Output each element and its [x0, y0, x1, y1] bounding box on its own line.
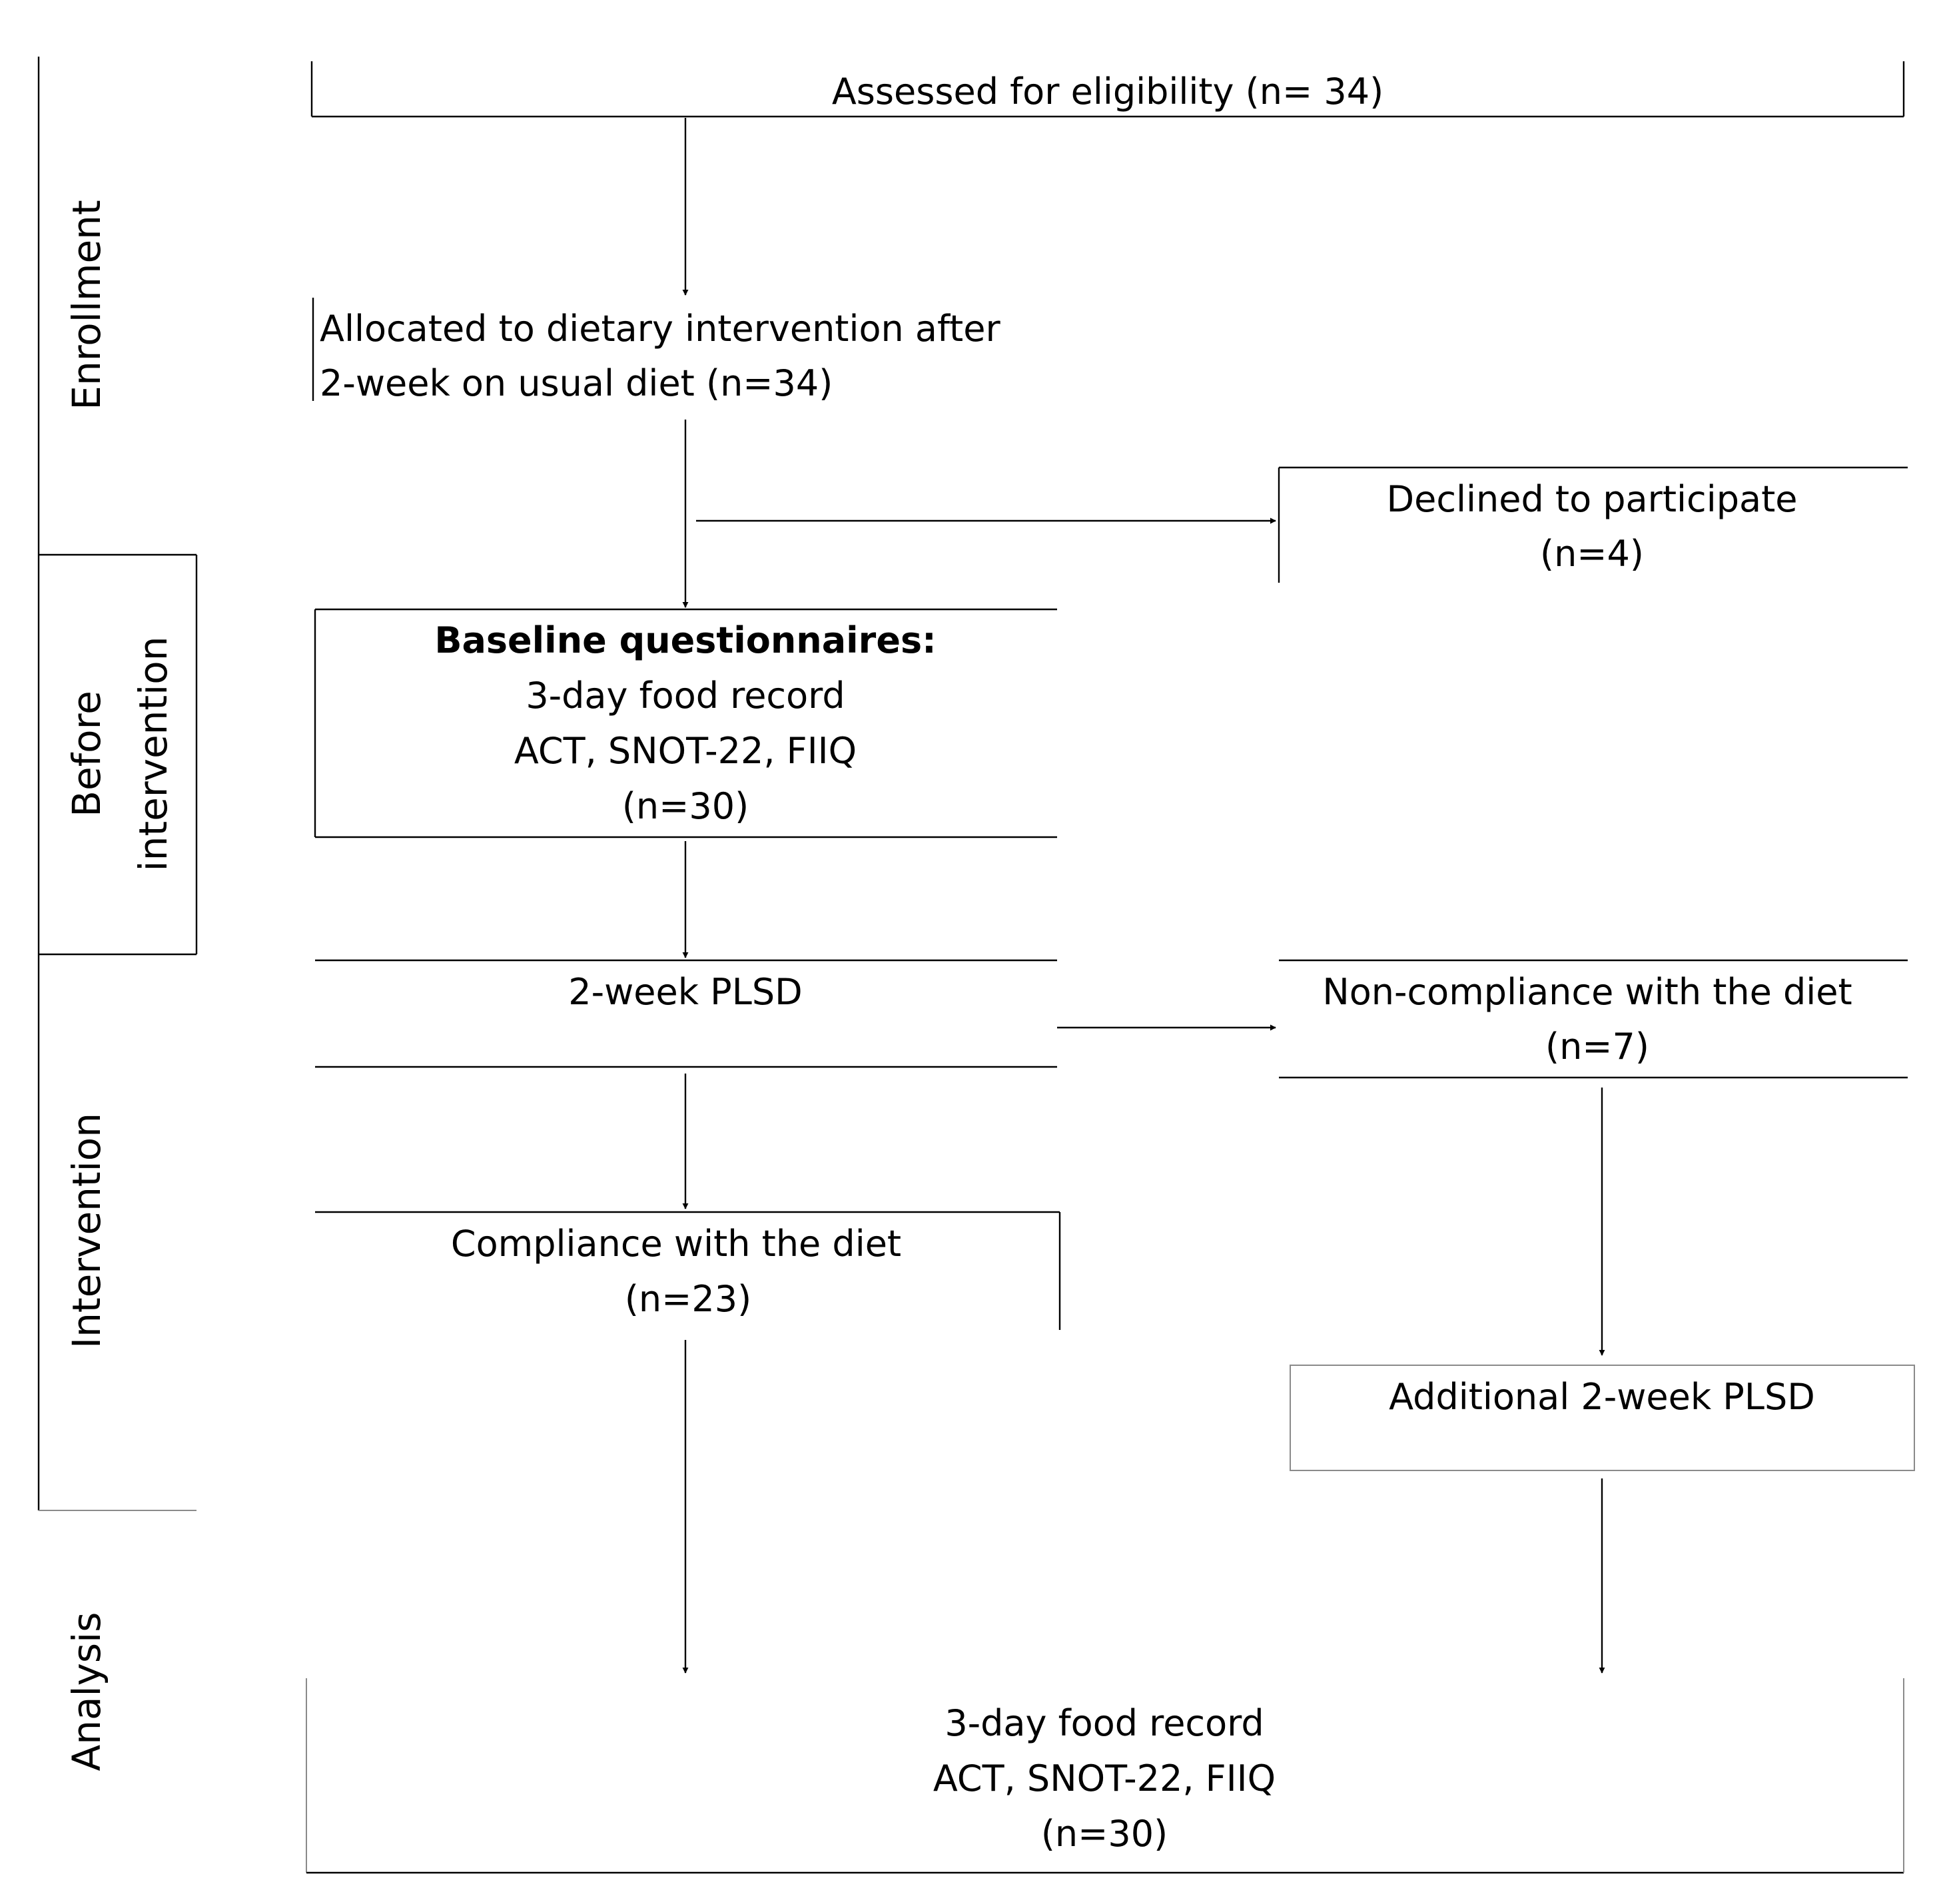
declined-line2: (n=4): [1540, 533, 1644, 575]
phase-label-before-intervention-line1: Before: [64, 691, 109, 817]
baseline-line1: 3-day food record: [526, 675, 845, 717]
additional-text: Additional 2-week PLSD: [1389, 1376, 1815, 1418]
phase-label-intervention: Intervention: [64, 1113, 109, 1349]
final-line1: 3-day food record: [945, 1702, 1264, 1744]
box-plsd: 2-week PLSD: [315, 959, 1057, 1068]
phase-label-before-intervention-line2: intervention: [131, 636, 176, 871]
allocated-line2: 2-week on usual diet (n=34): [320, 362, 833, 404]
baseline-line3: (n=30): [622, 785, 749, 827]
phase-label-enrollment: Enrollment: [64, 200, 109, 410]
final-line2: ACT, SNOT-22, FIIQ: [933, 1757, 1276, 1799]
baseline-line2: ACT, SNOT-22, FIIQ: [514, 730, 857, 772]
compliance-line1: Compliance with the diet: [451, 1223, 901, 1265]
box-declined: Declined to participate (n=4): [1278, 466, 1908, 583]
declined-line1: Declined to participate: [1387, 478, 1798, 520]
box-noncompliance: Non-compliance with the diet (n=7): [1279, 959, 1908, 1079]
assessed-text: Assessed for eligibility (n= 34): [832, 71, 1383, 113]
phase-label-analysis: Analysis: [64, 1612, 109, 1771]
final-line3: (n=30): [1041, 1813, 1168, 1855]
box-compliance: Compliance with the diet (n=23): [315, 1211, 1061, 1330]
box-additional-plsd: Additional 2-week PLSD: [1290, 1365, 1915, 1471]
plsd-text: 2-week PLSD: [568, 971, 802, 1013]
box-baseline: Baseline questionnaires: 3-day food reco…: [314, 608, 1057, 838]
baseline-title: Baseline questionnaires:: [434, 619, 936, 661]
noncompliance-line2: (n=7): [1545, 1026, 1649, 1068]
box-allocated: Allocated to dietary intervention after …: [312, 298, 1000, 404]
compliance-line2: (n=23): [625, 1278, 751, 1320]
box-final-analysis: 3-day food record ACT, SNOT-22, FIIQ (n=…: [306, 1678, 1904, 1874]
allocated-line1: Allocated to dietary intervention after: [320, 308, 1000, 350]
box-assessed-eligibility: Assessed for eligibility (n= 34): [310, 61, 1905, 118]
phase-bracket: [37, 57, 198, 1511]
noncompliance-line1: Non-compliance with the diet: [1322, 971, 1852, 1013]
